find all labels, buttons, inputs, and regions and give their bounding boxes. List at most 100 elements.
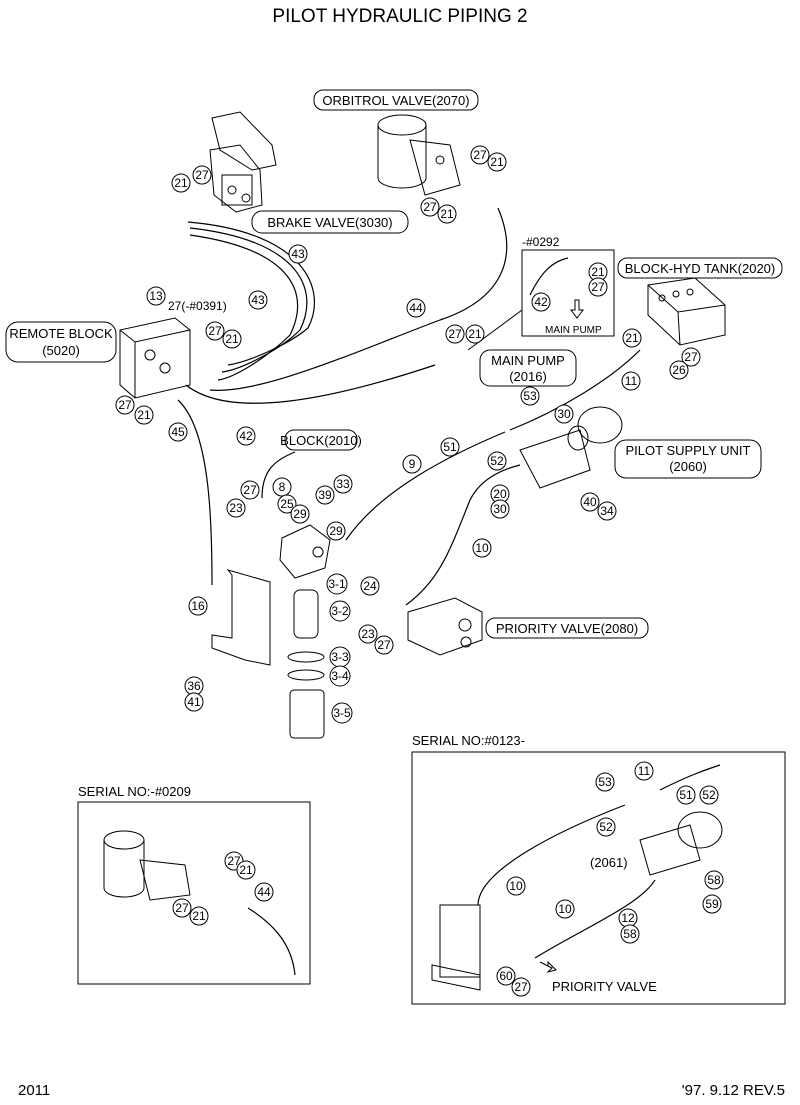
svg-text:3-4: 3-4 bbox=[331, 669, 349, 683]
svg-text:51: 51 bbox=[679, 788, 693, 802]
svg-text:21: 21 bbox=[468, 327, 482, 341]
svg-text:(5020): (5020) bbox=[42, 343, 80, 358]
svg-text:27: 27 bbox=[175, 901, 189, 915]
svg-text:27: 27 bbox=[377, 638, 391, 652]
svg-text:27: 27 bbox=[118, 398, 132, 412]
svg-text:11: 11 bbox=[638, 764, 651, 778]
inset-0292: -#0292 MAIN PUMP bbox=[467, 235, 615, 351]
svg-text:27: 27 bbox=[448, 327, 462, 341]
svg-text:33: 33 bbox=[336, 477, 350, 491]
svg-text:34: 34 bbox=[600, 504, 614, 518]
svg-text:27: 27 bbox=[423, 200, 437, 214]
svg-text:27: 27 bbox=[591, 280, 605, 294]
svg-text:51: 51 bbox=[443, 440, 457, 454]
svg-text:21: 21 bbox=[192, 909, 206, 923]
svg-text:58: 58 bbox=[623, 927, 637, 941]
svg-text:13: 13 bbox=[149, 289, 163, 303]
svg-text:10: 10 bbox=[475, 541, 489, 555]
svg-text:45: 45 bbox=[171, 425, 185, 439]
callout-main-pump: MAIN PUMP (2016) bbox=[479, 349, 577, 387]
priority-valve-drawing bbox=[407, 597, 483, 656]
svg-text:BLOCK-HYD TANK(2020): BLOCK-HYD TANK(2020) bbox=[625, 261, 776, 276]
svg-text:58: 58 bbox=[707, 873, 721, 887]
bracket-drawing bbox=[211, 569, 271, 666]
svg-text:SERIAL NO:-#0209: SERIAL NO:-#0209 bbox=[78, 784, 191, 799]
svg-text:23: 23 bbox=[361, 627, 375, 641]
svg-text:12: 12 bbox=[621, 911, 635, 925]
pipes bbox=[177, 207, 641, 606]
svg-text:REMOTE BLOCK: REMOTE BLOCK bbox=[9, 326, 113, 341]
svg-text:(2060): (2060) bbox=[669, 459, 707, 474]
svg-text:30: 30 bbox=[557, 407, 571, 421]
svg-text:-#0292: -#0292 bbox=[522, 235, 560, 249]
callout-orbitrol: ORBITROL VALVE(2070) bbox=[313, 89, 479, 111]
svg-text:30: 30 bbox=[493, 502, 507, 516]
orbitrol-valve-drawing bbox=[377, 114, 461, 196]
svg-text:53: 53 bbox=[598, 775, 612, 789]
svg-text:21: 21 bbox=[625, 331, 639, 345]
svg-text:3-3: 3-3 bbox=[331, 650, 349, 664]
svg-text:43: 43 bbox=[291, 247, 305, 261]
svg-text:23: 23 bbox=[229, 501, 243, 515]
svg-text:16: 16 bbox=[191, 599, 205, 613]
svg-text:59: 59 bbox=[705, 897, 719, 911]
svg-text:39: 39 bbox=[318, 488, 332, 502]
svg-text:52: 52 bbox=[702, 788, 716, 802]
svg-text:41: 41 bbox=[187, 695, 201, 709]
svg-text:(2016): (2016) bbox=[509, 369, 547, 384]
svg-text:9: 9 bbox=[409, 457, 416, 471]
svg-text:3-1: 3-1 bbox=[328, 577, 346, 591]
svg-text:3-5: 3-5 bbox=[333, 706, 351, 720]
callout-block-2010: BLOCK(2010) bbox=[280, 429, 362, 451]
svg-text:SERIAL NO:#0123-: SERIAL NO:#0123- bbox=[412, 733, 525, 748]
pilot-supply-unit-drawing bbox=[519, 406, 623, 489]
svg-text:10: 10 bbox=[509, 879, 523, 893]
svg-text:20: 20 bbox=[493, 487, 507, 501]
svg-text:40: 40 bbox=[583, 495, 597, 509]
callout-remote-block: REMOTE BLOCK (5020) bbox=[5, 321, 117, 363]
svg-text:MAIN PUMP: MAIN PUMP bbox=[545, 325, 602, 336]
svg-text:27: 27 bbox=[195, 168, 209, 182]
svg-text:26: 26 bbox=[672, 363, 686, 377]
filter-parts-drawing bbox=[287, 589, 325, 739]
callout-block-hyd-tank: BLOCK-HYD TANK(2020) bbox=[617, 257, 783, 279]
svg-text:8: 8 bbox=[279, 480, 286, 494]
svg-text:21: 21 bbox=[440, 207, 454, 221]
svg-text:53: 53 bbox=[523, 389, 537, 403]
svg-text:21: 21 bbox=[490, 155, 504, 169]
inset-0209: SERIAL NO:-#0209 bbox=[77, 784, 311, 985]
svg-text:27(-#0391): 27(-#0391) bbox=[168, 299, 227, 313]
callout-pilot-supply-unit: PILOT SUPPLY UNIT (2060) bbox=[614, 439, 762, 479]
svg-text:21: 21 bbox=[591, 265, 605, 279]
svg-text:21: 21 bbox=[239, 863, 253, 877]
svg-text:MAIN PUMP: MAIN PUMP bbox=[491, 353, 565, 368]
svg-text:BRAKE VALVE(3030): BRAKE VALVE(3030) bbox=[267, 215, 392, 230]
svg-text:21: 21 bbox=[174, 176, 188, 190]
svg-text:25: 25 bbox=[280, 497, 294, 511]
block-hyd-tank-drawing bbox=[647, 277, 726, 346]
svg-text:44: 44 bbox=[257, 885, 271, 899]
svg-text:PRIORITY VALVE: PRIORITY VALVE bbox=[552, 979, 657, 994]
callout-priority-valve: PRIORITY VALVE(2080) bbox=[485, 617, 649, 639]
svg-text:27: 27 bbox=[473, 148, 487, 162]
svg-text:43: 43 bbox=[251, 293, 265, 307]
svg-text:36: 36 bbox=[187, 679, 201, 693]
svg-text:27: 27 bbox=[208, 324, 222, 338]
svg-text:44: 44 bbox=[409, 301, 423, 315]
svg-text:42: 42 bbox=[534, 295, 548, 309]
svg-text:11: 11 bbox=[625, 374, 638, 388]
svg-text:24: 24 bbox=[363, 579, 377, 593]
page-title: PILOT HYDRAULIC PIPING 2 bbox=[272, 6, 527, 27]
block-2010-drawing bbox=[279, 524, 331, 579]
svg-text:29: 29 bbox=[329, 524, 343, 538]
svg-text:ORBITROL VALVE(2070): ORBITROL VALVE(2070) bbox=[322, 93, 469, 108]
svg-text:27: 27 bbox=[227, 854, 241, 868]
svg-text:PILOT SUPPLY UNIT: PILOT SUPPLY UNIT bbox=[626, 443, 751, 458]
svg-text:PRIORITY VALVE(2080): PRIORITY VALVE(2080) bbox=[496, 621, 638, 636]
svg-text:10: 10 bbox=[558, 902, 572, 916]
svg-text:52: 52 bbox=[599, 820, 613, 834]
callout-brake-valve: BRAKE VALVE(3030) bbox=[251, 210, 409, 234]
svg-text:3-2: 3-2 bbox=[331, 604, 349, 618]
svg-text:(2061): (2061) bbox=[590, 855, 628, 870]
